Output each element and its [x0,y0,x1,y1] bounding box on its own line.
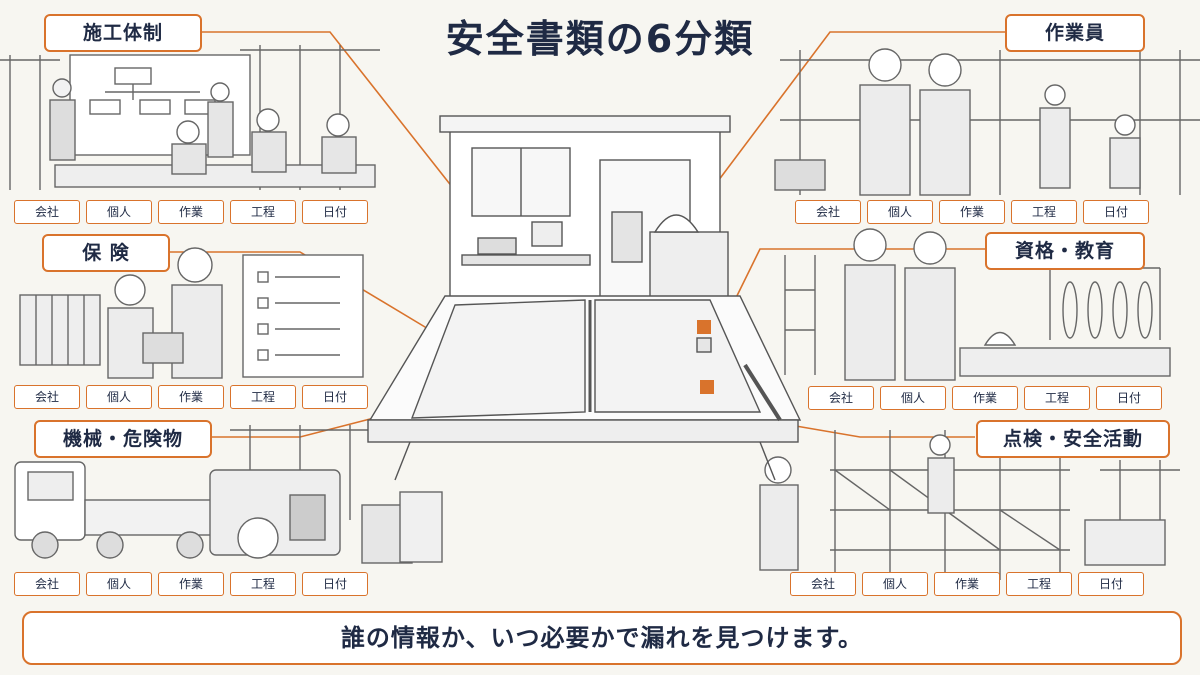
tag-work: 作業 [939,200,1005,224]
tag-process: 工程 [230,200,296,224]
category-label: 資格・教育 [985,232,1145,270]
tag-company: 会社 [14,385,80,409]
tag-process: 工程 [1024,386,1090,410]
tag-row: 会社 個人 作業 工程 日付 [14,385,368,409]
page-title: 安全書類の6分類 [445,17,755,61]
footer-message: 誰の情報か、いつ必要かで漏れを見つけます。 [22,611,1182,665]
tag-date: 日付 [302,200,368,224]
tag-date: 日付 [1083,200,1149,224]
tag-process: 工程 [230,572,296,596]
category-label: 作業員 [1005,14,1145,52]
category-label: 保 険 [42,234,170,272]
scene-scaffold [759,430,1180,580]
tag-work: 作業 [158,385,224,409]
scene-insurance [19,247,364,379]
tag-work: 作業 [952,386,1018,410]
tag-date: 日付 [302,385,368,409]
illustration-layer [0,31,1200,580]
tag-person: 個人 [86,200,152,224]
scene-meeting [0,45,380,190]
tag-row: 会社 個人 作業 工程 日付 [808,386,1162,410]
tag-date: 日付 [302,572,368,596]
tag-row: 会社 個人 作業 工程 日付 [790,572,1144,596]
category-label: 機械・危険物 [34,420,212,458]
tag-work: 作業 [934,572,1000,596]
category-label: 点検・安全活動 [976,420,1170,458]
tag-process: 工程 [230,385,296,409]
tag-company: 会社 [808,386,874,410]
tag-person: 個人 [880,386,946,410]
tag-company: 会社 [795,200,861,224]
tag-company: 会社 [14,200,80,224]
tag-process: 工程 [1006,572,1072,596]
center-illustration [367,115,802,481]
tag-row: 会社 個人 作業 工程 日付 [795,200,1149,224]
tag-person: 個人 [862,572,928,596]
tag-work: 作業 [158,572,224,596]
tag-person: 個人 [86,385,152,409]
tag-work: 作業 [158,200,224,224]
tag-company: 会社 [790,572,856,596]
tag-company: 会社 [14,572,80,596]
category-label: 施工体制 [44,14,202,52]
scene-workers [774,48,1200,196]
connector-lines [168,31,1005,438]
tag-row: 会社 個人 作業 工程 日付 [14,572,368,596]
tag-row: 会社 個人 作業 工程 日付 [14,200,368,224]
tag-date: 日付 [1078,572,1144,596]
tag-person: 個人 [867,200,933,224]
tag-process: 工程 [1011,200,1077,224]
tag-date: 日付 [1096,386,1162,410]
tag-person: 個人 [86,572,152,596]
